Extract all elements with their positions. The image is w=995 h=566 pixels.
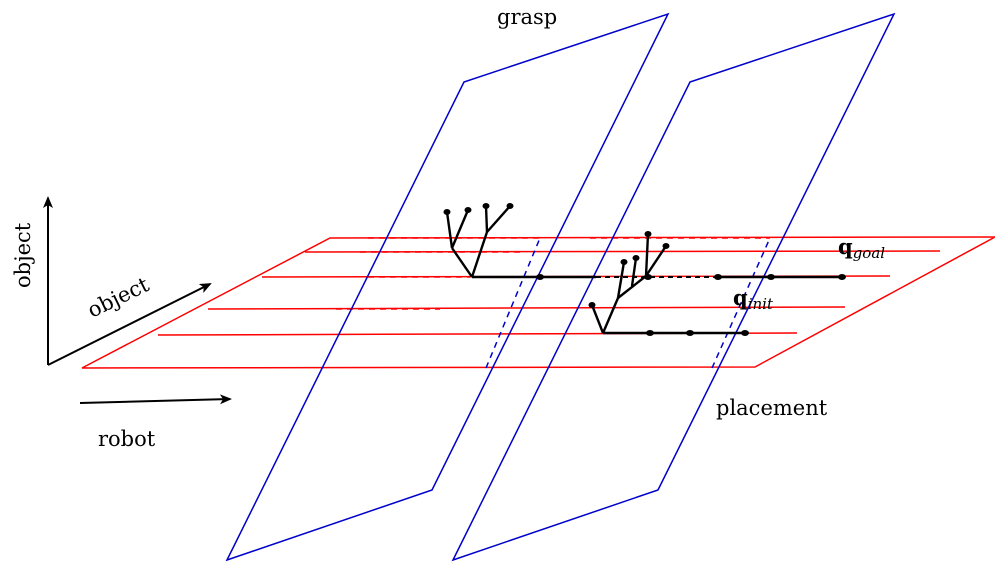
q-goal-sub: goal	[853, 244, 886, 262]
placement-hidden-segments	[336, 237, 770, 310]
q-goal-label: qgoal	[838, 234, 885, 262]
tree-nodes	[443, 203, 846, 336]
robot-label: robot	[98, 427, 156, 451]
placement-label: placement	[716, 396, 828, 420]
grasp-plane-1	[225, 12, 670, 562]
grasp-label: grasp	[497, 5, 557, 29]
object-vertical-label: object	[11, 222, 35, 288]
search-tree-goal	[445, 205, 596, 279]
q-goal-main: q	[838, 234, 853, 259]
q-init-main: q	[733, 285, 748, 310]
axes	[43, 196, 232, 405]
object-diagonal-label: object	[84, 272, 154, 322]
q-init-sub: init	[748, 295, 774, 313]
grasp-plane-2	[451, 12, 896, 562]
q-init-label: qinit	[733, 285, 774, 313]
placement-line-1	[304, 250, 941, 253]
grasp-planes	[225, 12, 896, 562]
grasp-hidden-segments	[485, 237, 771, 369]
search-tree-init	[590, 233, 745, 335]
placement-plane-outline	[81, 236, 995, 369]
robot-axis	[79, 394, 232, 405]
object-diagonal-axis	[47, 283, 212, 366]
